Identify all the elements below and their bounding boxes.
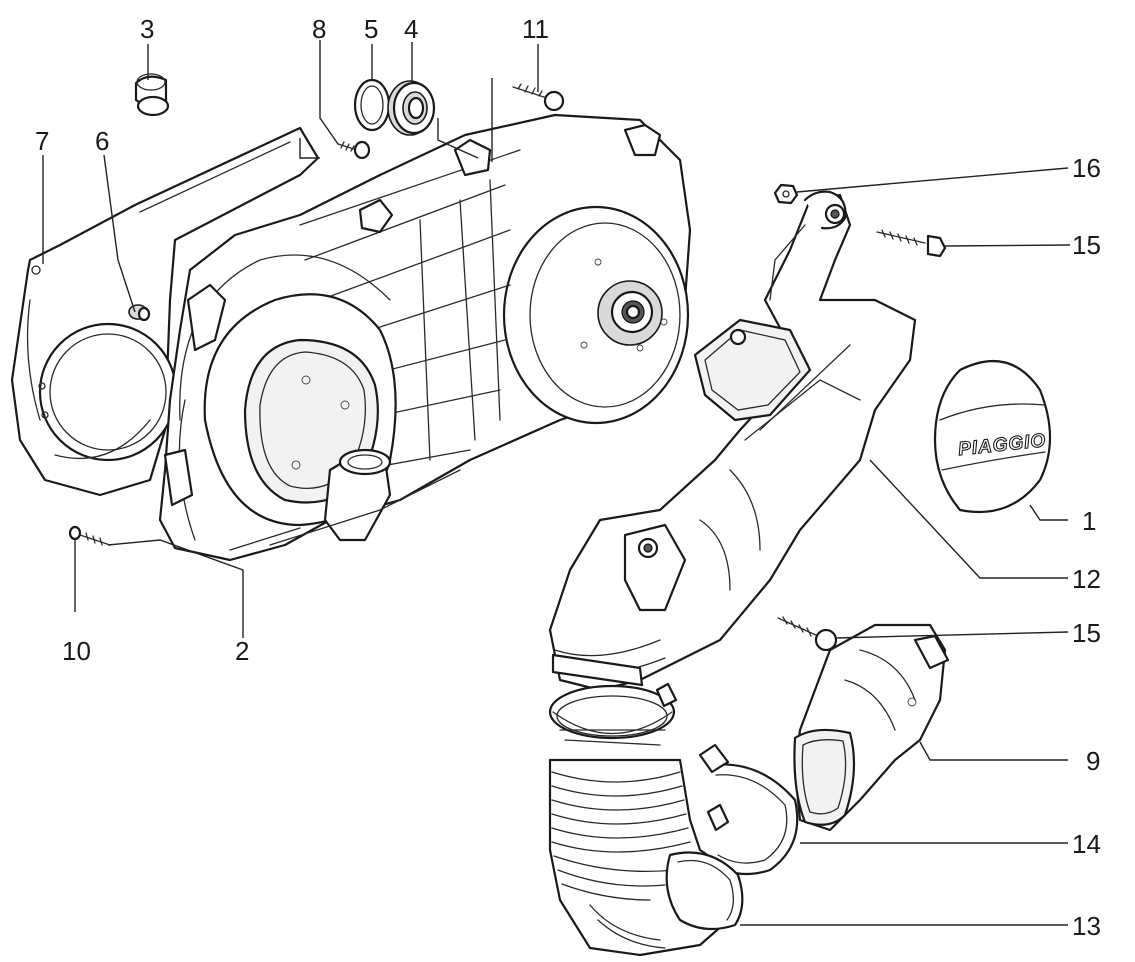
callout-8: 8 [312, 14, 326, 44]
part-12-intake-duct [548, 190, 917, 692]
hose-clamp-upper [548, 682, 678, 746]
callout-12: 12 [1072, 564, 1101, 594]
callout-4: 4 [404, 14, 418, 44]
callout-5: 5 [364, 14, 378, 44]
callout-15-lower: 15 [1072, 618, 1101, 648]
part-15-upper-bolt [876, 229, 947, 258]
callout-13: 13 [1072, 911, 1101, 941]
part-8-screw [337, 140, 371, 160]
callout-7: 7 [35, 126, 49, 156]
part-13-corrugated-hose [548, 758, 744, 957]
part-14-hose-clamp [698, 743, 799, 876]
part-15-lower-bolt [777, 616, 838, 652]
part-1-cover-cap: PIAGGIO [933, 359, 1052, 514]
part-9-intake-snorkel [793, 623, 950, 832]
callout-1: 1 [1082, 506, 1096, 536]
callout-16: 16 [1072, 153, 1101, 183]
callout-2: 2 [235, 636, 249, 666]
part-7-shield-plate [10, 126, 320, 497]
callout-9: 9 [1086, 746, 1100, 776]
part-2-transmission-cover [158, 113, 692, 562]
part-5-circlip [353, 78, 391, 132]
part-3-plug [134, 73, 170, 117]
callout-3: 3 [140, 14, 154, 44]
callout-15-upper: 15 [1072, 230, 1101, 260]
part-4-bearing [387, 80, 436, 136]
callout-10: 10 [62, 636, 91, 666]
leader-lines [42, 40, 1071, 926]
part-11-screw [512, 83, 565, 112]
part-16-nut [773, 183, 799, 205]
callout-14: 14 [1072, 829, 1101, 859]
callout-11: 11 [522, 14, 549, 44]
callout-6: 6 [95, 126, 109, 156]
callout-labels: 3 8 5 4 11 7 6 16 15 1 12 15 10 2 9 14 1… [35, 14, 1101, 941]
part-10-screw [68, 525, 111, 546]
